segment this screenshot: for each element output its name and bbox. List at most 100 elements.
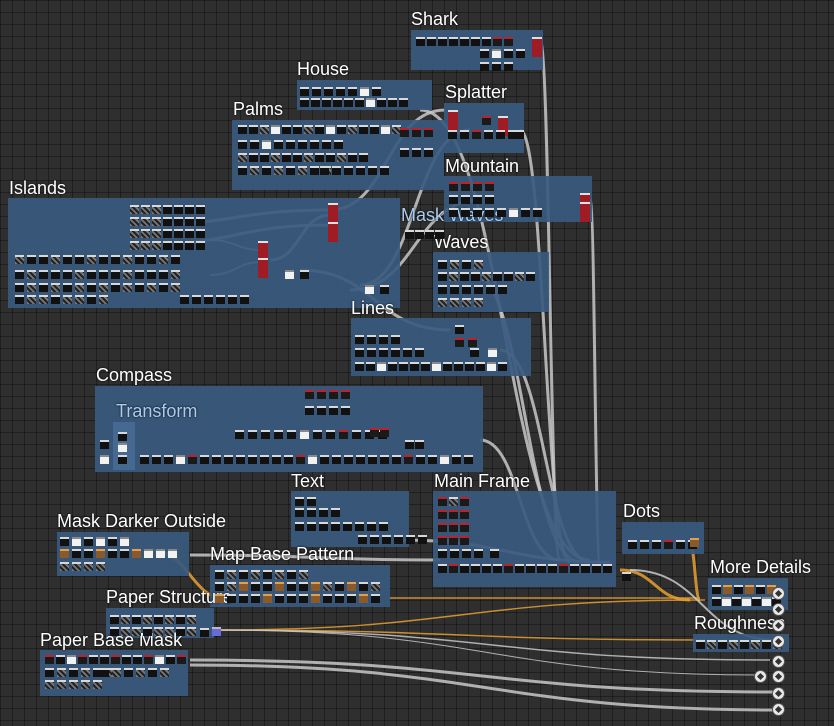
graph-node[interactable] [449, 497, 458, 506]
graph-node[interactable] [438, 497, 447, 506]
graph-node[interactable] [165, 627, 174, 636]
graph-node[interactable] [75, 270, 84, 279]
graph-node[interactable] [438, 298, 447, 307]
graph-node[interactable] [176, 455, 185, 464]
graph-node[interactable] [424, 128, 433, 137]
graph-node[interactable] [486, 285, 495, 294]
graph-node[interactable] [399, 362, 408, 371]
graph-node[interactable] [497, 208, 506, 217]
graph-node[interactable] [187, 615, 196, 624]
graph-node[interactable] [333, 98, 342, 107]
graph-node[interactable] [391, 335, 400, 344]
graph-node[interactable] [215, 594, 224, 603]
graph-node[interactable] [15, 295, 24, 304]
graph-node[interactable] [435, 230, 444, 239]
graph-node[interactable] [380, 166, 389, 175]
graph-node[interactable] [461, 195, 470, 204]
graph-node[interactable] [287, 430, 296, 439]
graph-node[interactable] [159, 255, 168, 264]
graph-node[interactable] [388, 362, 397, 371]
graph-node[interactable] [135, 270, 144, 279]
graph-node[interactable] [355, 335, 364, 344]
graph-node[interactable] [293, 125, 302, 134]
graph-node[interactable] [474, 549, 483, 558]
graph-node[interactable] [449, 182, 458, 191]
graph-node[interactable] [260, 153, 269, 162]
graph-node[interactable] [412, 128, 421, 137]
graph-node[interactable] [440, 455, 449, 464]
graph-node[interactable] [526, 272, 535, 281]
graph-node[interactable] [250, 166, 259, 175]
graph-node[interactable] [171, 270, 180, 279]
graph-node[interactable] [471, 564, 480, 573]
graph-node[interactable] [251, 582, 260, 591]
graph-node[interactable] [147, 270, 156, 279]
graph-node[interactable] [89, 655, 98, 664]
graph-node[interactable] [67, 655, 76, 664]
graph-node[interactable] [329, 406, 338, 415]
graph-node[interactable] [400, 128, 409, 137]
graph-node[interactable] [174, 205, 183, 214]
graph-node[interactable] [258, 258, 268, 278]
graph-node[interactable] [239, 582, 248, 591]
graph-node[interactable] [640, 540, 649, 549]
graph-node[interactable] [352, 430, 361, 439]
graph-node[interactable] [251, 594, 260, 603]
graph-node[interactable] [87, 270, 96, 279]
output-node-height[interactable] [772, 655, 785, 668]
graph-node[interactable] [310, 166, 319, 175]
graph-node[interactable] [99, 255, 108, 264]
graph-node[interactable] [359, 582, 368, 591]
graph-node[interactable] [81, 680, 90, 689]
graph-node[interactable] [492, 49, 501, 58]
graph-node[interactable] [559, 564, 568, 573]
graph-node[interactable] [135, 283, 144, 292]
graph-node[interactable] [449, 564, 458, 573]
graph-node[interactable] [337, 125, 346, 134]
graph-node[interactable] [460, 37, 469, 46]
graph-node[interactable] [57, 668, 66, 677]
graph-node[interactable] [400, 148, 409, 157]
graph-node[interactable] [51, 283, 60, 292]
graph-node[interactable] [192, 295, 201, 304]
graph-node[interactable] [438, 285, 447, 294]
graph-node[interactable] [274, 166, 283, 175]
graph-node[interactable] [133, 655, 142, 664]
graph-node[interactable] [304, 125, 313, 134]
graph-node[interactable] [75, 283, 84, 292]
graph-node[interactable] [118, 432, 127, 441]
graph-node[interactable] [355, 522, 364, 531]
graph-node[interactable] [356, 166, 365, 175]
graph-node[interactable] [120, 537, 129, 546]
graph-node[interactable] [443, 362, 452, 371]
graph-node[interactable] [299, 594, 308, 603]
graph-node[interactable] [438, 564, 447, 573]
graph-node[interactable] [415, 348, 424, 357]
graph-node[interactable] [344, 166, 353, 175]
graph-node[interactable] [228, 295, 237, 304]
graph-node[interactable] [215, 570, 224, 579]
graph-node[interactable] [322, 98, 331, 107]
graph-node[interactable] [339, 430, 348, 439]
graph-node[interactable] [460, 564, 469, 573]
graph-node[interactable] [329, 390, 338, 399]
graph-node[interactable] [63, 270, 72, 279]
graph-node[interactable] [365, 430, 374, 439]
graph-node[interactable] [274, 140, 283, 149]
graph-node[interactable] [144, 655, 153, 664]
graph-node[interactable] [745, 585, 754, 594]
graph-node[interactable] [300, 87, 309, 96]
graph-node[interactable] [462, 298, 471, 307]
graph-node[interactable] [272, 455, 281, 464]
graph-node[interactable] [359, 153, 368, 162]
output-node-roughness[interactable] [772, 619, 785, 632]
graph-node[interactable] [335, 582, 344, 591]
graph-node[interactable] [39, 255, 48, 264]
graph-node[interactable] [84, 537, 93, 546]
graph-node[interactable] [260, 125, 269, 134]
graph-node[interactable] [216, 295, 225, 304]
graph-node[interactable] [473, 208, 482, 217]
graph-node[interactable] [263, 594, 272, 603]
graph-node[interactable] [118, 455, 127, 464]
graph-node[interactable] [196, 229, 205, 238]
